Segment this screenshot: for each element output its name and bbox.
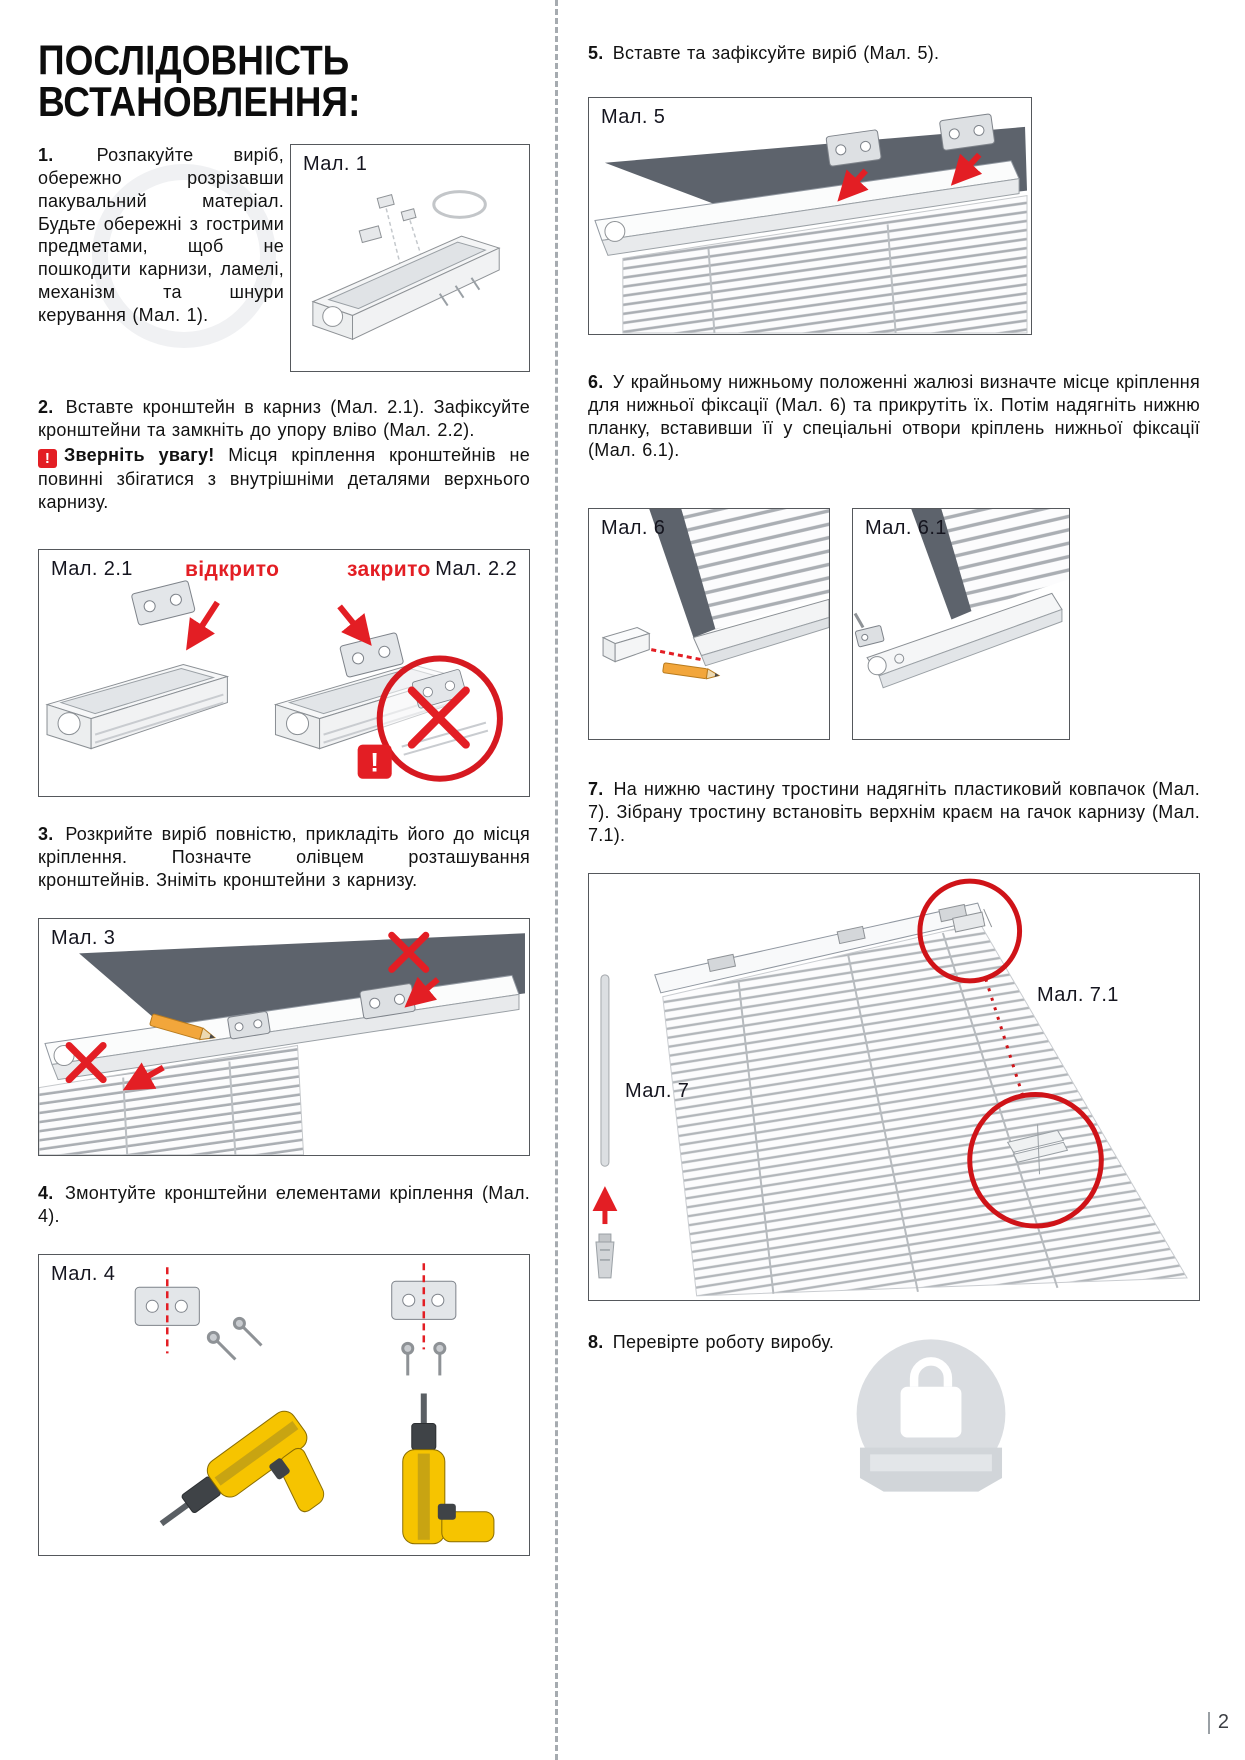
step-3-number: 3. bbox=[38, 824, 54, 845]
figure-3: Мал. 3 bbox=[38, 918, 530, 1157]
figure-6-row: Мал. 6 bbox=[588, 508, 1200, 741]
figure-7: Мал. 7 Мал. 7.1 bbox=[588, 872, 1200, 1301]
brand-watermark-logo bbox=[845, 1336, 1017, 1522]
figure-6-label: Мал. 6 bbox=[601, 517, 666, 540]
step-7-text: На нижню частину тростини надягніть плас… bbox=[588, 779, 1200, 846]
page-title: ПОСЛІДОВНІСТЬ ВСТАНОВЛЕННЯ: bbox=[38, 37, 361, 126]
shopping-bag-logo-icon bbox=[856, 1339, 1006, 1492]
red-arrow-icon bbox=[337, 604, 372, 647]
figure-4-label: Мал. 4 bbox=[51, 1262, 116, 1285]
red-x-icon bbox=[407, 686, 470, 750]
step-5-number: 5. bbox=[588, 43, 604, 63]
figure-3-illustration bbox=[39, 931, 525, 1156]
plastic-cap-icon bbox=[595, 1233, 615, 1279]
step-5-paragraph: 5. Вставте та зафіксуйте виріб (Мал. 5). bbox=[588, 42, 1200, 65]
warning-square-icon bbox=[357, 745, 392, 780]
step-4-text: Змонтуйте кронштейни елементами кріпленн… bbox=[38, 1183, 530, 1226]
red-dotted-leader bbox=[984, 978, 1026, 1099]
screw-icon bbox=[206, 1316, 263, 1361]
red-arrow-icon bbox=[837, 168, 869, 202]
drill-icon bbox=[402, 1393, 495, 1545]
red-x-icon bbox=[388, 931, 430, 973]
red-arrow-icon bbox=[186, 601, 220, 651]
warning-square-mark: ! bbox=[370, 748, 379, 778]
red-arrow-icon bbox=[122, 1062, 165, 1091]
bracket-icon bbox=[359, 983, 416, 1020]
figure-3-label: Мал. 3 bbox=[51, 927, 116, 950]
step-2-number: 2. bbox=[38, 397, 54, 417]
step-1-row: 1. Розпакуйте виріб, обережно розрізавши… bbox=[38, 144, 530, 372]
figure-5: Мал. 5 bbox=[588, 96, 1032, 335]
figure-2-1-label: Мал. 2.1 bbox=[51, 558, 133, 581]
warning-label: Зверніть увагу! bbox=[64, 444, 215, 465]
figure-1: Мал. 1 bbox=[290, 144, 530, 372]
step-8-paragraph: 8. Перевірте роботу виробу. bbox=[588, 1331, 1200, 1354]
figure-6-1-illustration bbox=[853, 509, 1069, 689]
step-7-paragraph: 7. На нижню частину тростини надягніть п… bbox=[588, 778, 1200, 847]
wand-rod bbox=[600, 974, 610, 1167]
pencil-icon bbox=[662, 662, 721, 680]
page-number: 2 bbox=[1207, 1711, 1229, 1734]
step-6-paragraph: 6. У крайньому нижньому положенні жалюзі… bbox=[588, 371, 1200, 462]
step-3-paragraph: 3. Розкрийте виріб повністю, прикладіть … bbox=[38, 823, 530, 892]
page-number-value: 2 bbox=[1217, 1711, 1229, 1733]
warning-icon: ! bbox=[38, 448, 57, 468]
step-1-paragraph: 1. Розпакуйте виріб, обережно розрізавши… bbox=[38, 144, 284, 372]
step-2-paragraph: 2. Вставте кронштейн в карниз (Мал. 2.1)… bbox=[38, 396, 530, 442]
screw-icon bbox=[401, 1341, 447, 1376]
step-6-number: 6. bbox=[588, 371, 604, 392]
figure-6: Мал. 6 bbox=[588, 508, 830, 741]
figure-2-open-label: відкрито bbox=[185, 558, 280, 582]
warning-text: Місця кріплення кронштейнів не повинні з… bbox=[38, 444, 531, 512]
step-4-number: 4. bbox=[38, 1183, 54, 1204]
red-x-icon bbox=[65, 1042, 107, 1084]
step-1-number: 1. bbox=[38, 145, 54, 165]
bracket-icon bbox=[227, 1011, 271, 1040]
left-column: ПОСЛІДОВНІСТЬ ВСТАНОВЛЕННЯ: 1. Розпакуйт… bbox=[38, 36, 530, 1556]
red-circle-highlight bbox=[917, 878, 1023, 984]
red-arrow-icon bbox=[950, 152, 983, 186]
drill-icon bbox=[159, 1410, 325, 1526]
step-8-text: Перевірте роботу виробу. bbox=[612, 1331, 835, 1352]
bottom-bracket-icon bbox=[601, 627, 651, 663]
figure-5-illustration bbox=[594, 113, 1028, 334]
clip-icon bbox=[854, 625, 885, 648]
figure-6-illustration bbox=[601, 509, 829, 680]
figure-6-1-label: Мал. 6.1 bbox=[865, 517, 947, 540]
warning-paragraph: ! Зверніть увагу! Місця кріплення кронште… bbox=[38, 444, 530, 514]
figure-4: Мал. 4 bbox=[38, 1253, 530, 1556]
figure-7-label: Мал. 7 bbox=[625, 1079, 690, 1102]
bracket-icon bbox=[939, 113, 995, 151]
page-number-divider bbox=[1207, 1711, 1210, 1734]
figure-1-illustration bbox=[311, 190, 501, 341]
step-1-text: Розпакуйте виріб, обережно розрізавши па… bbox=[38, 145, 284, 326]
red-arrow-icon bbox=[404, 976, 440, 1008]
pencil-icon bbox=[149, 1013, 217, 1041]
figure-4-illustration bbox=[134, 1262, 495, 1545]
right-column: 5. Вставте та зафіксуйте виріб (Мал. 5).… bbox=[588, 42, 1200, 1354]
step-6-text: У крайньому нижньому положенні жалюзі ви… bbox=[588, 371, 1200, 461]
step-2-text: Вставте кронштейн в карниз (Мал. 2.1). З… bbox=[38, 397, 530, 440]
figure-2: Мал. 2.1 відкрито закрито Мал. 2.2 bbox=[38, 549, 530, 798]
bracket-icon bbox=[131, 580, 196, 626]
bracket-icon bbox=[825, 129, 882, 167]
figure-7-illustration bbox=[592, 878, 1188, 1297]
step-4-paragraph: 4. Змонтуйте кронштейни елементами кріпл… bbox=[38, 1182, 530, 1228]
figure-2-closed-label: закрито bbox=[347, 558, 431, 582]
figure-7-1-label: Мал. 7.1 bbox=[1037, 983, 1119, 1006]
figure-6-1: Мал. 6.1 bbox=[852, 508, 1070, 741]
step-8-number: 8. bbox=[588, 1331, 604, 1352]
step-7-number: 7. bbox=[588, 779, 604, 800]
red-circle-highlight bbox=[967, 1091, 1104, 1229]
figure-1-label: Мал. 1 bbox=[303, 153, 368, 175]
figure-2-illustration: ! bbox=[45, 580, 503, 783]
column-divider bbox=[555, 0, 558, 1760]
step-3-text: Розкрийте виріб повністю, прикладіть йог… bbox=[38, 824, 530, 891]
step-5-text: Вставте та зафіксуйте виріб (Мал. 5). bbox=[612, 43, 940, 63]
figure-2-2-label: Мал. 2.2 bbox=[435, 558, 517, 581]
figure-5-label: Мал. 5 bbox=[601, 105, 666, 128]
